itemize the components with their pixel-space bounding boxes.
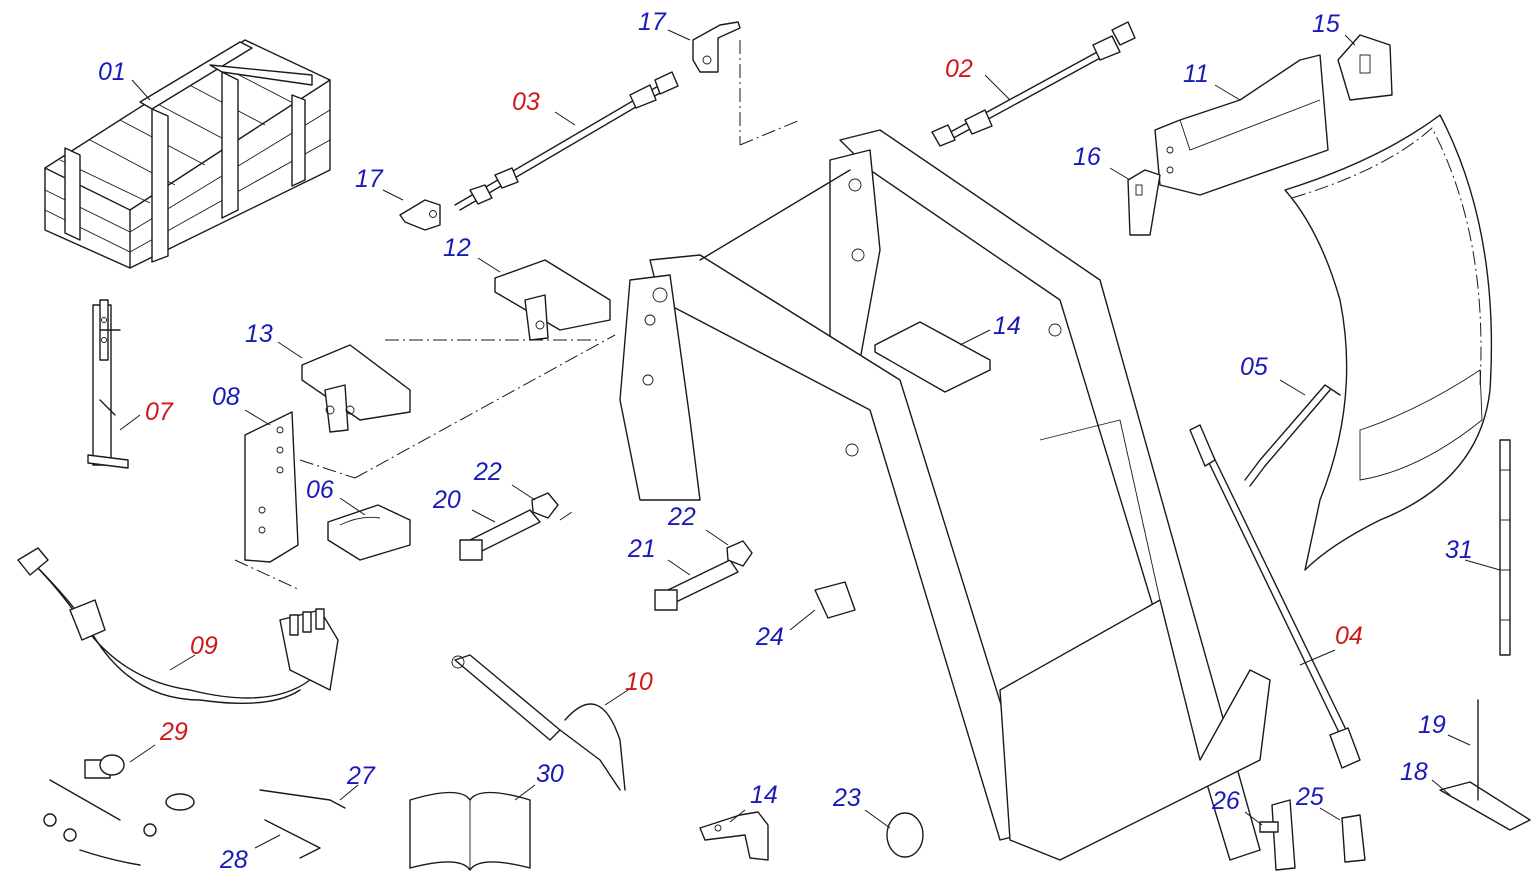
callout-03: 03 [512, 88, 540, 116]
callout-17-top: 17 [638, 8, 666, 36]
part-31-spring-bar [1499, 439, 1511, 656]
part-26-tee-fitting [1259, 799, 1296, 871]
leader-lines [119, 29, 1501, 849]
callout-14-plate: 14 [993, 312, 1021, 340]
callout-26: 26 [1212, 787, 1240, 815]
part-04-hose [1189, 424, 1361, 769]
part-loader-frame [619, 129, 1271, 861]
assembly-guide-lines [234, 40, 801, 591]
part-13-mount-plate [301, 344, 411, 433]
callout-12: 12 [443, 234, 471, 262]
part-05-strut [1244, 384, 1341, 487]
callout-21: 21 [628, 535, 656, 563]
part-06-plate [327, 504, 411, 561]
callout-11: 11 [1183, 60, 1209, 88]
part-18-bracket [1439, 781, 1531, 831]
part-01-crate [44, 39, 331, 269]
callout-20: 20 [433, 486, 461, 514]
callout-04: 04 [1335, 622, 1363, 650]
callout-05: 05 [1240, 353, 1268, 381]
part-24-clip [814, 581, 856, 619]
part-07-parking-stand [87, 299, 129, 469]
callout-30: 30 [536, 760, 564, 788]
callout-27: 27 [347, 762, 375, 790]
callout-09: 09 [190, 632, 218, 660]
part-25-fitting [1341, 814, 1366, 863]
callout-14-bracket: 14 [750, 781, 778, 809]
callout-25: 25 [1296, 783, 1324, 811]
part-08-plate [244, 411, 299, 563]
callout-28: 28 [220, 846, 248, 874]
part-11-guard-bracket [1154, 54, 1329, 196]
part-14-plate [874, 321, 991, 393]
callout-07: 07 [145, 398, 173, 426]
part-12-mount-plate [494, 259, 611, 341]
part-mesh-guard [1284, 114, 1493, 571]
callout-23: 23 [833, 784, 861, 812]
part-30-manual-book [409, 791, 531, 871]
callout-08: 08 [212, 383, 240, 411]
callout-16: 16 [1073, 143, 1101, 171]
callout-17-left: 17 [355, 165, 383, 193]
callout-22-right: 22 [668, 503, 696, 531]
callout-31: 31 [1445, 536, 1473, 564]
part-27-28-tube-wrench [259, 789, 346, 859]
callout-24: 24 [756, 623, 784, 651]
part-17-bracket [399, 21, 741, 231]
part-15-bracket [1337, 34, 1393, 101]
part-10-cylinder [451, 654, 626, 791]
part-16-plate [1127, 169, 1161, 236]
callout-01: 01 [98, 58, 126, 86]
part-14-bracket [699, 811, 769, 861]
part-03-hose [454, 71, 679, 211]
callout-15: 15 [1312, 10, 1340, 38]
part-22-nut [531, 492, 753, 567]
callout-02: 02 [945, 55, 973, 83]
part-02-hose [931, 21, 1136, 147]
part-09-control-valve [17, 547, 339, 705]
callout-13: 13 [245, 320, 273, 348]
callout-19: 19 [1418, 711, 1446, 739]
callout-29: 29 [160, 718, 188, 746]
part-21-pin [654, 559, 739, 611]
callout-22-left: 22 [474, 458, 502, 486]
callout-18: 18 [1400, 758, 1428, 786]
part-29-hardware-kit [43, 754, 195, 866]
part-23-disc [886, 812, 924, 858]
callout-06: 06 [306, 476, 334, 504]
part-20-pin [459, 509, 541, 561]
callout-10: 10 [625, 668, 653, 696]
